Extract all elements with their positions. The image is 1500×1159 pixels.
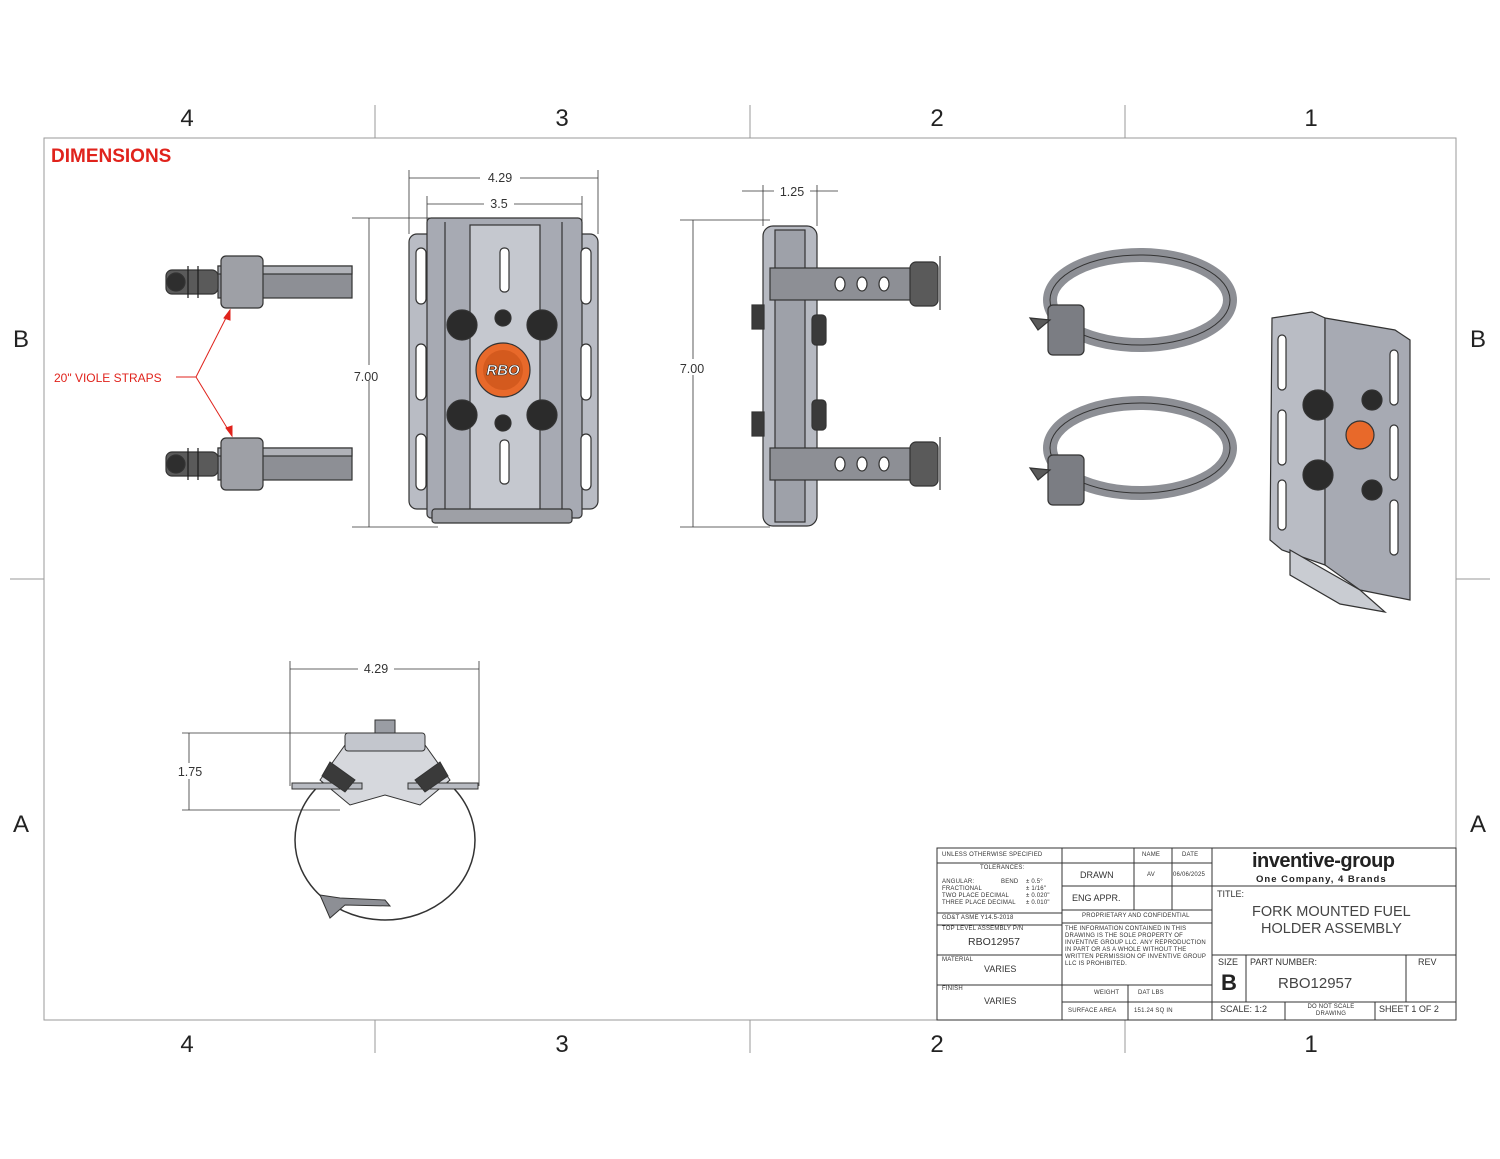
dim-top-height: 1.75 bbox=[178, 765, 202, 779]
tb-rev-label: REV bbox=[1418, 957, 1437, 967]
tb-title-label: TITLE: bbox=[1217, 889, 1245, 899]
dim-side-height: 7.00 bbox=[680, 362, 704, 376]
tb-surface-value: 151.24 SQ IN bbox=[1134, 1008, 1173, 1014]
tb-top-level-value: RBO12957 bbox=[968, 936, 1020, 948]
tb-surface-label: SURFACE AREA bbox=[1068, 1008, 1117, 1014]
zone-row-b-right: B bbox=[1470, 326, 1486, 353]
zone-col-3-bottom: 3 bbox=[555, 1031, 568, 1058]
tb-weight-label: WEIGHT bbox=[1094, 990, 1120, 996]
tb-eng-appr-label: ENG APPR. bbox=[1072, 893, 1121, 903]
zone-col-4-top: 4 bbox=[180, 105, 193, 132]
zone-dividers bbox=[10, 105, 1490, 1053]
front-view bbox=[352, 170, 599, 528]
page-title: DIMENSIONS bbox=[51, 146, 171, 167]
tb-part-number-label: PART NUMBER: bbox=[1250, 957, 1318, 967]
dim-front-height: 7.00 bbox=[354, 370, 378, 384]
brand-logo-text: RBO bbox=[486, 362, 520, 379]
zone-col-1-bottom: 1 bbox=[1304, 1031, 1317, 1058]
side-view bbox=[680, 185, 941, 528]
tb-tolerances: TOLERANCES: bbox=[980, 865, 1025, 871]
tb-part-number-value: RBO12957 bbox=[1278, 975, 1353, 992]
zone-row-a-left: A bbox=[13, 811, 29, 838]
tb-angular-val: ± 0.5° bbox=[1026, 879, 1043, 885]
side-dim-labels bbox=[674, 184, 810, 375]
tb-standard: GD&T ASME Y14.5-2018 bbox=[942, 915, 1014, 921]
tb-sheet: SHEET 1 OF 2 bbox=[1379, 1004, 1439, 1014]
tb-size-value: B bbox=[1221, 970, 1237, 995]
zone-col-1-top: 1 bbox=[1304, 105, 1317, 132]
tb-angular: ANGULAR: bbox=[942, 879, 975, 885]
drawing-title-line1: FORK MOUNTED FUEL bbox=[1252, 904, 1411, 920]
tb-drawn-date: 06/06/2025 bbox=[1173, 872, 1206, 878]
tb-name-header: NAME bbox=[1142, 852, 1161, 858]
zone-col-4-bottom: 4 bbox=[180, 1031, 193, 1058]
zone-row-a-right: A bbox=[1470, 811, 1486, 838]
tb-proprietary-title: PROPRIETARY AND CONFIDENTIAL bbox=[1082, 913, 1190, 919]
tb-two-place: TWO PLACE DECIMAL bbox=[942, 893, 1010, 899]
zone-col-2-bottom: 2 bbox=[930, 1031, 943, 1058]
tb-finish-label: FINISH bbox=[942, 986, 963, 992]
tb-scale: SCALE: 1:2 bbox=[1220, 1004, 1268, 1014]
front-dim-labels bbox=[350, 170, 520, 381]
dim-top-width: 4.29 bbox=[364, 662, 388, 676]
tb-finish-value: VARIES bbox=[984, 996, 1017, 1006]
tb-do-not-scale: DO NOT SCALE DRAWING bbox=[1307, 1004, 1355, 1017]
iso-strap-rings bbox=[1028, 248, 1237, 506]
tb-top-level-label: TOP LEVEL ASSEMBLY P/N bbox=[942, 926, 1024, 932]
drawing-title-line2: HOLDER ASSEMBLY bbox=[1261, 921, 1402, 937]
tb-three-place-val: ± 0.010" bbox=[1026, 900, 1050, 906]
tb-fractional-val: ± 1/16" bbox=[1026, 886, 1047, 892]
tb-material-value: VARIES bbox=[984, 964, 1017, 974]
tb-material-label: MATERIAL bbox=[942, 957, 974, 963]
tb-fractional: FRACTIONAL bbox=[942, 886, 983, 892]
top-view bbox=[182, 661, 480, 921]
zone-row-b-left: B bbox=[13, 326, 29, 353]
top-dim-labels bbox=[172, 661, 394, 779]
company-name: inventive-group bbox=[1252, 850, 1395, 872]
strap-bottom bbox=[165, 437, 353, 491]
tb-unless-specified: UNLESS OTHERWISE SPECIFIED bbox=[942, 852, 1043, 858]
zone-col-3-top: 3 bbox=[555, 105, 568, 132]
dim-front-width-outer: 4.29 bbox=[488, 171, 512, 185]
tb-weight-value: DAT LBS bbox=[1138, 990, 1164, 996]
tb-drawn-name: AV bbox=[1147, 872, 1155, 878]
company-tagline: One Company, 4 Brands bbox=[1256, 874, 1387, 885]
strap-callout: 20" VIOLE STRAPS bbox=[54, 371, 162, 385]
tb-angular-bend: BEND bbox=[1001, 879, 1019, 885]
strap-top bbox=[165, 255, 353, 309]
zone-col-2-top: 2 bbox=[930, 105, 943, 132]
tb-drawn-label: DRAWN bbox=[1080, 870, 1114, 880]
dim-front-width-inner: 3.5 bbox=[490, 197, 507, 211]
callout-leaders bbox=[176, 308, 233, 438]
tb-size-label: SIZE bbox=[1218, 957, 1239, 967]
title-block-grid bbox=[936, 847, 1457, 1021]
dim-side-depth: 1.25 bbox=[780, 185, 804, 199]
iso-holder-view bbox=[1269, 311, 1411, 613]
tb-three-place: THREE PLACE DECIMAL bbox=[942, 900, 1016, 906]
tb-two-place-val: ± 0.020" bbox=[1026, 893, 1050, 899]
tb-date-header: DATE bbox=[1182, 852, 1199, 858]
tb-proprietary-text: THE INFORMATION CONTAINED IN THIS DRAWIN… bbox=[1065, 926, 1206, 967]
